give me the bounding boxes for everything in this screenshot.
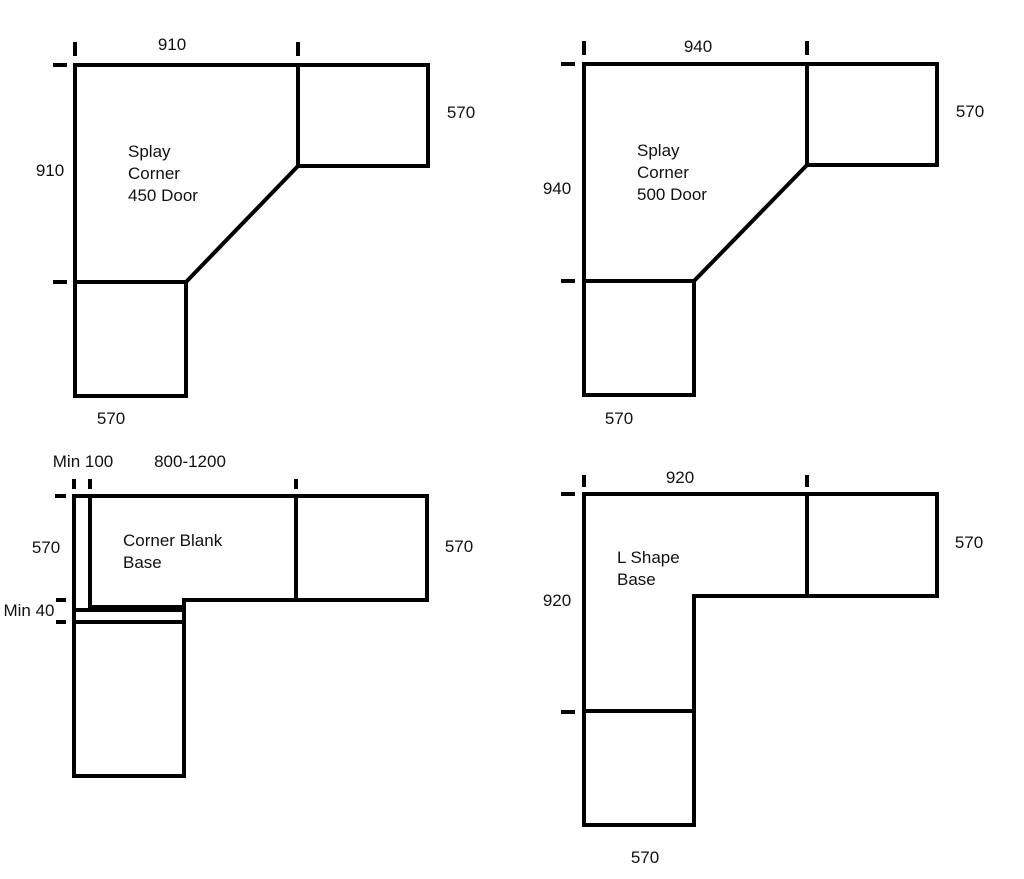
splay-corner-500-diagram: 940 940 570 570 Splay Corner 500 Door — [543, 37, 984, 428]
splay-500-bottom-depth-label: 570 — [605, 409, 633, 428]
splay-450-name-line-1: Splay — [128, 142, 171, 161]
splay-450-width-label: 910 — [158, 35, 186, 54]
splay-500-width-label: 940 — [684, 37, 712, 56]
corner-blank-outer-outline — [72, 494, 429, 778]
corner-blank-right-depth-label: 570 — [445, 537, 473, 556]
l-shape-width-label: 920 — [666, 468, 694, 487]
l-shape-outline — [582, 492, 939, 827]
corner-blank-panel-inner — [88, 494, 186, 609]
splay-500-outline — [582, 62, 939, 397]
splay-500-name-line-1: Splay — [637, 141, 680, 160]
splay-450-height-label: 910 — [36, 161, 64, 180]
l-shape-name-line-2: Base — [617, 570, 656, 589]
splay-450-name-line-2: Corner — [128, 164, 180, 183]
corner-blank-side-depth-label: 570 — [32, 538, 60, 557]
corner-blank-min-gap-label: Min 100 — [53, 452, 113, 471]
splay-500-name-line-2: Corner — [637, 163, 689, 182]
l-shape-base-diagram: 920 920 570 570 L Shape Base — [543, 468, 983, 867]
splay-450-outline — [73, 63, 430, 398]
l-shape-bottom-depth-label: 570 — [631, 848, 659, 867]
splay-500-side-depth-label: 570 — [956, 102, 984, 121]
l-shape-height-label: 920 — [543, 591, 571, 610]
splay-450-side-depth-label: 570 — [447, 103, 475, 122]
corner-blank-base-diagram: Min 100 800-1200 570 570 Min 40 Corner B… — [3, 452, 473, 778]
corner-blank-width-range-label: 800-1200 — [154, 452, 226, 471]
splay-450-name-line-3: 450 Door — [128, 186, 198, 205]
l-shape-name-line-1: L Shape — [617, 548, 680, 567]
corner-blank-min-filler-label: Min 40 — [3, 601, 54, 620]
splay-corner-450-diagram: 910 910 570 570 Splay Corner 450 Door — [36, 35, 475, 428]
corner-blank-name-line-1: Corner Blank — [123, 531, 223, 550]
l-shape-side-depth-label: 570 — [955, 533, 983, 552]
splay-500-name-line-3: 500 Door — [637, 185, 707, 204]
corner-blank-name-line-2: Base — [123, 553, 162, 572]
splay-500-height-label: 940 — [543, 179, 571, 198]
splay-450-bottom-depth-label: 570 — [97, 409, 125, 428]
